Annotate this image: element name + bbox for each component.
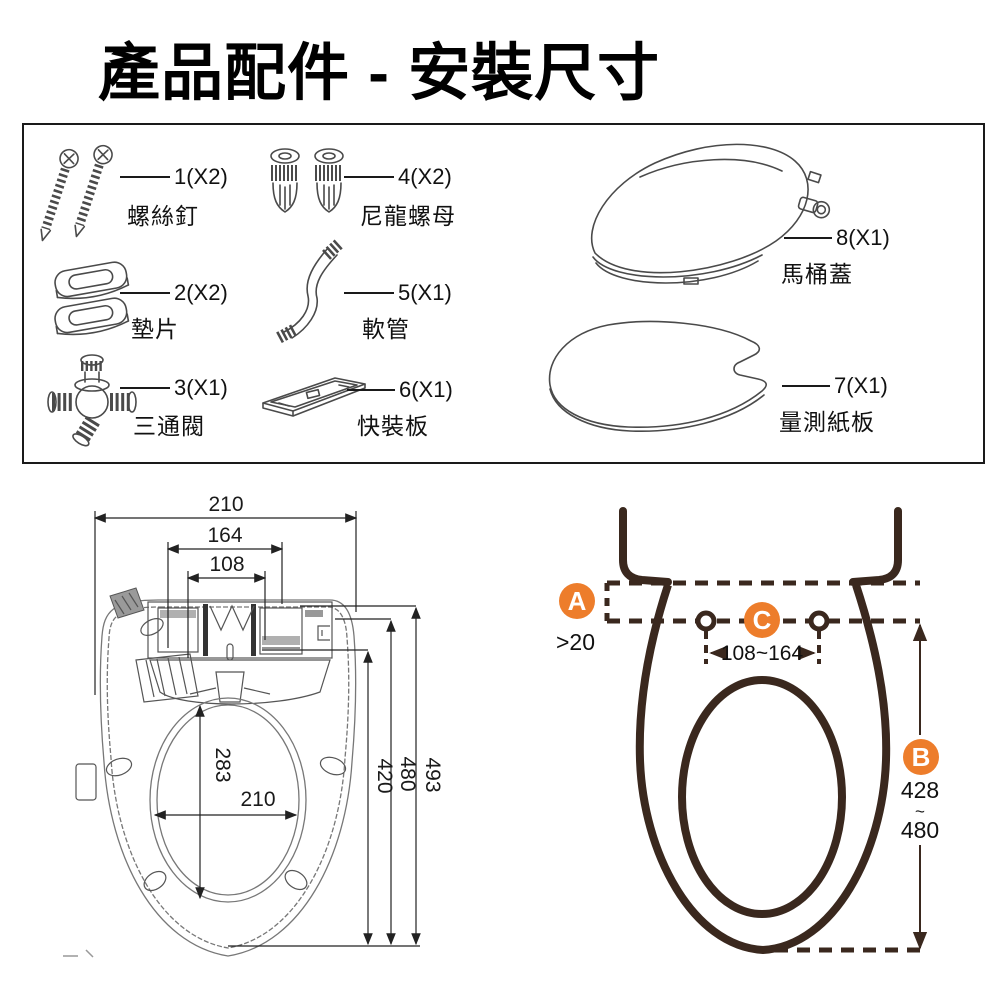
part-3-name: 三通閥 [133, 413, 205, 439]
part-1-leader [120, 176, 170, 178]
badge-c [744, 602, 780, 638]
part-3-qty: 3(X1) [174, 375, 228, 400]
part-7-name: 量測紙板 [779, 409, 875, 435]
part-8-name: 馬桶蓋 [781, 261, 853, 287]
part-8-leader [784, 237, 832, 239]
part-7-qty: 7(X1) [834, 373, 888, 398]
part-8-qty: 8(X1) [836, 225, 890, 250]
badge-a-label: A [568, 586, 587, 616]
seat-rim-outline [106, 606, 350, 949]
dim-bolt-span-max: 164 [207, 524, 242, 547]
part-1-qty: 1(X2) [174, 164, 228, 189]
badge-c-label: C [753, 605, 772, 635]
part-2-qty: 2(X2) [174, 280, 228, 305]
bumper [319, 756, 347, 776]
nozzle-assembly [189, 671, 271, 703]
page-title: 產品配件 - 安裝尺寸 [98, 39, 661, 108]
bowl-opening [678, 676, 846, 918]
part-4-leader [344, 176, 394, 178]
part-3-leader [120, 387, 170, 389]
mounting-hole-right [808, 610, 830, 632]
part-2-leader [120, 292, 170, 294]
value-a: >20 [556, 629, 595, 655]
dim-bolt-span-min: 108 [209, 553, 244, 576]
seat-opening [149, 697, 307, 903]
value-b-sep: ~ [915, 802, 925, 821]
part-6-qty: 6(X1) [399, 377, 453, 402]
toilet-lid-icon [590, 143, 831, 285]
hose-icon [276, 238, 344, 344]
bowl-installation-diagram: A >20 C 108~164 B 428 ~ 480 [556, 507, 939, 955]
tank-unit [147, 601, 333, 659]
tank-wall-left [619, 507, 672, 586]
part-4-qty: 4(X2) [398, 164, 452, 189]
top-view-dimension-diagram: 210 164 108 283 210 420 480 493 [63, 493, 444, 958]
part-6-name: 快裝板 [357, 413, 429, 439]
part-2-name: 墊片 [131, 316, 179, 342]
badge-b-label: B [912, 742, 931, 772]
part-5-qty: 5(X1) [398, 280, 452, 305]
part-7-leader [782, 385, 830, 387]
part-5-name: 軟管 [362, 316, 410, 342]
bowl-outline [635, 583, 891, 955]
part-6-leader [347, 389, 395, 391]
left-tab [75, 763, 97, 801]
nylon-nuts-icon [270, 148, 344, 213]
badge-b [903, 739, 939, 775]
screws-icon [40, 144, 113, 242]
mounting-plate-icon [262, 377, 366, 417]
dim-length-inner: 420 [373, 758, 396, 793]
part-1-name: 螺絲釘 [127, 203, 199, 229]
measuring-board-icon [548, 320, 767, 433]
dim-top-width: 210 [208, 493, 243, 516]
tank-wall-right [849, 507, 902, 586]
seat-outer-outline [99, 599, 357, 957]
bumper [284, 869, 308, 891]
flush-fitting [109, 587, 164, 636]
value-c: 108~164 [721, 642, 804, 665]
parts-box [22, 123, 985, 464]
bumper [105, 757, 133, 777]
dim-length-outer: 493 [421, 757, 444, 792]
side-panel [135, 653, 199, 703]
badge-a [559, 583, 595, 619]
part-5-leader [344, 292, 394, 294]
dim-opening-width: 210 [240, 788, 275, 811]
part-4-name: 尼龍螺母 [360, 203, 456, 229]
gaskets-icon [54, 261, 130, 336]
mounting-hole-left [695, 610, 717, 632]
bumper [143, 870, 167, 892]
three-way-valve-icon [47, 354, 137, 447]
dim-opening-length: 283 [211, 747, 234, 782]
value-b-min: 428 [901, 777, 939, 803]
value-b-max: 480 [901, 817, 939, 843]
dim-length-mid: 480 [396, 756, 419, 791]
